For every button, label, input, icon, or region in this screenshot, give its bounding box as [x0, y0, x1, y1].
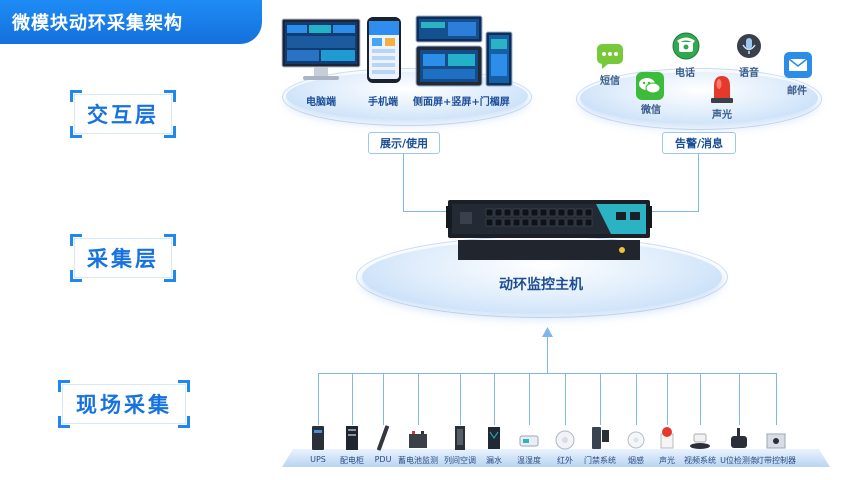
layer-label-field: 现场采集	[58, 380, 190, 428]
mobile-label: 手机端	[368, 97, 398, 108]
field-device-label: 温湿度	[517, 456, 541, 465]
field-device-label: 烟感	[628, 456, 644, 465]
screens-label: 侧面屏+竖屏+门楣屏	[413, 97, 510, 108]
field-device-icon	[406, 424, 430, 452]
device-drop-line	[776, 373, 777, 425]
field-device-icon	[340, 424, 364, 452]
field-device-icon	[517, 424, 541, 452]
voice-label: 语音	[739, 68, 759, 79]
mobile-phone-icon	[366, 16, 402, 84]
pc-monitor-icon	[281, 18, 361, 84]
wechat-label: 微信	[641, 105, 661, 116]
field-device-label: 列间空调	[444, 456, 476, 465]
device-drop-line	[600, 373, 601, 425]
sms-icon	[596, 42, 624, 70]
device-drop-line	[529, 373, 530, 425]
wechat-icon	[636, 72, 664, 100]
field-device-icon	[688, 424, 712, 452]
field-device-label: 红外	[557, 456, 573, 465]
device-drop-line	[494, 373, 495, 425]
email-label: 邮件	[787, 86, 807, 97]
device-drop-line	[739, 373, 740, 425]
field-device-icon	[448, 424, 472, 452]
phone-label: 电话	[675, 68, 695, 79]
display-platform-ring	[282, 68, 532, 126]
field-device-label: PDU	[374, 455, 392, 464]
alert-platform-ring	[576, 68, 822, 130]
field-device-icon	[764, 424, 788, 452]
field-device-label: UPS	[310, 455, 326, 464]
field-device-icon	[727, 424, 751, 452]
device-drop-line	[383, 373, 384, 425]
device-drop-line	[636, 373, 637, 425]
device-drop-line	[667, 373, 668, 425]
connector-left-vertical	[403, 154, 404, 212]
field-bus-line	[318, 373, 776, 374]
device-drop-line	[565, 373, 566, 425]
layer-interaction-text: 交互层	[87, 103, 159, 127]
uplink-arrow-icon	[542, 322, 553, 337]
main-host-label: 动环监控主机	[499, 277, 583, 293]
device-drop-line	[700, 373, 701, 425]
field-device-label: 声光	[659, 456, 675, 465]
phone-icon	[672, 32, 700, 60]
field-device-label: 视频系统	[684, 456, 716, 465]
monitoring-host-icon	[446, 198, 652, 262]
alarm-message-tag: 告警/消息	[662, 132, 736, 154]
field-device-label: 漏水	[486, 456, 502, 465]
uplink-line	[547, 330, 548, 374]
field-device-icon	[624, 424, 648, 452]
large-screens-icon	[414, 14, 514, 88]
layer-field-text: 现场采集	[76, 393, 172, 417]
layer-label-collection: 采集层	[70, 234, 176, 282]
field-device-label: 门禁系统	[584, 456, 616, 465]
field-device-base	[282, 449, 830, 467]
field-device-label: 蓄电池监测	[398, 456, 438, 465]
field-device-icon	[306, 424, 330, 452]
connector-right-vertical	[698, 154, 699, 212]
device-drop-line	[460, 373, 461, 425]
field-device-icon	[482, 424, 506, 452]
connector-right-horizontal	[652, 211, 699, 212]
device-drop-line	[352, 373, 353, 425]
device-drop-line	[418, 373, 419, 425]
field-device-label: 灯带控制器	[756, 456, 796, 465]
field-device-icon	[371, 424, 395, 452]
sms-label: 短信	[600, 76, 620, 87]
field-device-label: U位检测条	[720, 456, 758, 465]
pc-label: 电脑端	[306, 97, 336, 108]
field-device-icon	[588, 424, 612, 452]
alert-platform	[580, 72, 818, 124]
layer-collection-text: 采集层	[87, 247, 159, 271]
display-use-tag: 展示/使用	[368, 132, 440, 154]
layer-label-interaction: 交互层	[70, 90, 176, 138]
sound-light-label: 声光	[712, 110, 732, 121]
field-device-label: 配电柜	[340, 456, 364, 465]
alarm-light-icon	[708, 72, 736, 104]
field-device-icon	[655, 424, 679, 452]
mail-icon	[784, 52, 812, 78]
field-device-icon	[553, 424, 577, 452]
microphone-icon	[736, 32, 762, 60]
connector-left-horizontal	[403, 211, 453, 212]
device-drop-line	[318, 373, 319, 425]
diagram-title: 微模块动环采集架构	[0, 0, 262, 44]
